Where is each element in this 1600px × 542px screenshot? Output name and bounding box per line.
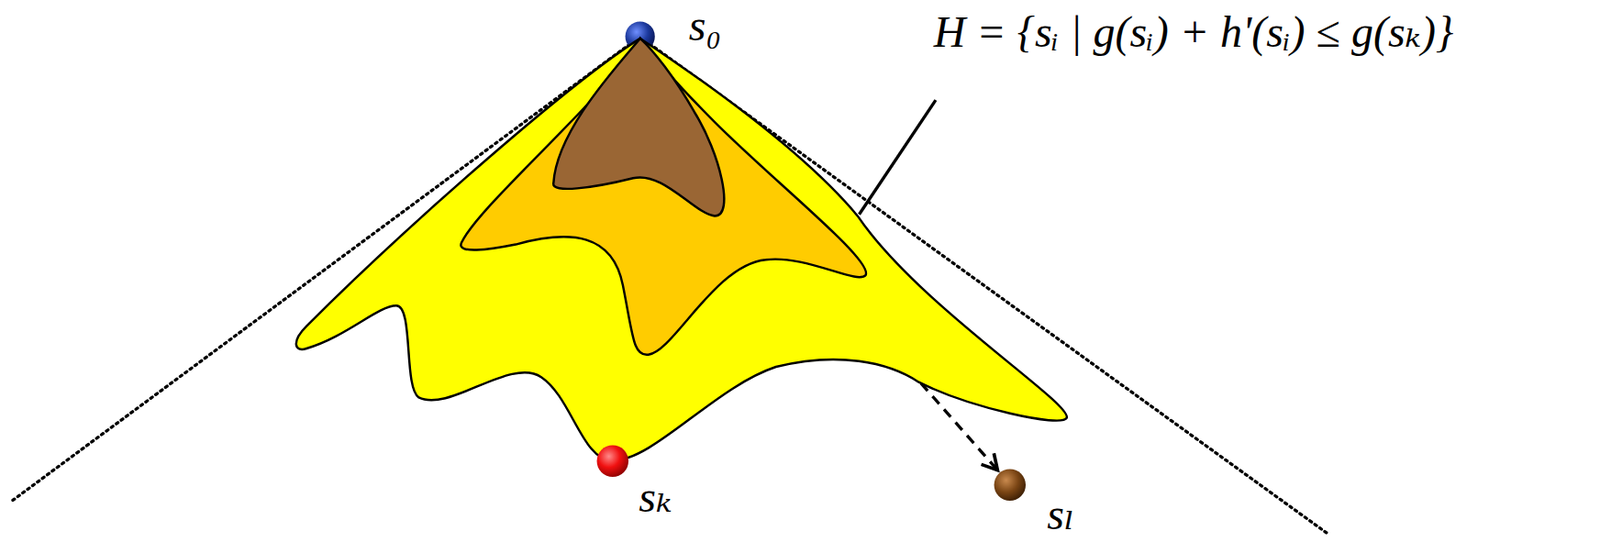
region-outline: [296, 30, 1078, 469]
goal-state: sₖ: [596, 444, 630, 478]
set-formula: H = {sᵢ | g(sᵢ) + h'(sᵢ) ≤ g(sₖ)}: [933, 8, 1455, 57]
state-ball: [994, 468, 1026, 500]
state-label: sₖ: [638, 473, 672, 523]
state-ball: [993, 468, 1027, 502]
state-ball: [596, 444, 628, 477]
yellow-region: [295, 38, 1067, 461]
state-label: s₀: [688, 1, 722, 51]
orange-region: [460, 38, 867, 356]
successor-state: sₗ: [993, 468, 1027, 502]
leader-line: [859, 100, 936, 215]
state-label: sₗ: [1046, 490, 1075, 540]
brown-region: [553, 38, 724, 217]
state-ball: [596, 444, 630, 478]
heuristic-region: H = {sᵢ | g(sᵢ) + h'(sᵢ) ≤ g(sₖ)}: [296, 30, 1078, 469]
